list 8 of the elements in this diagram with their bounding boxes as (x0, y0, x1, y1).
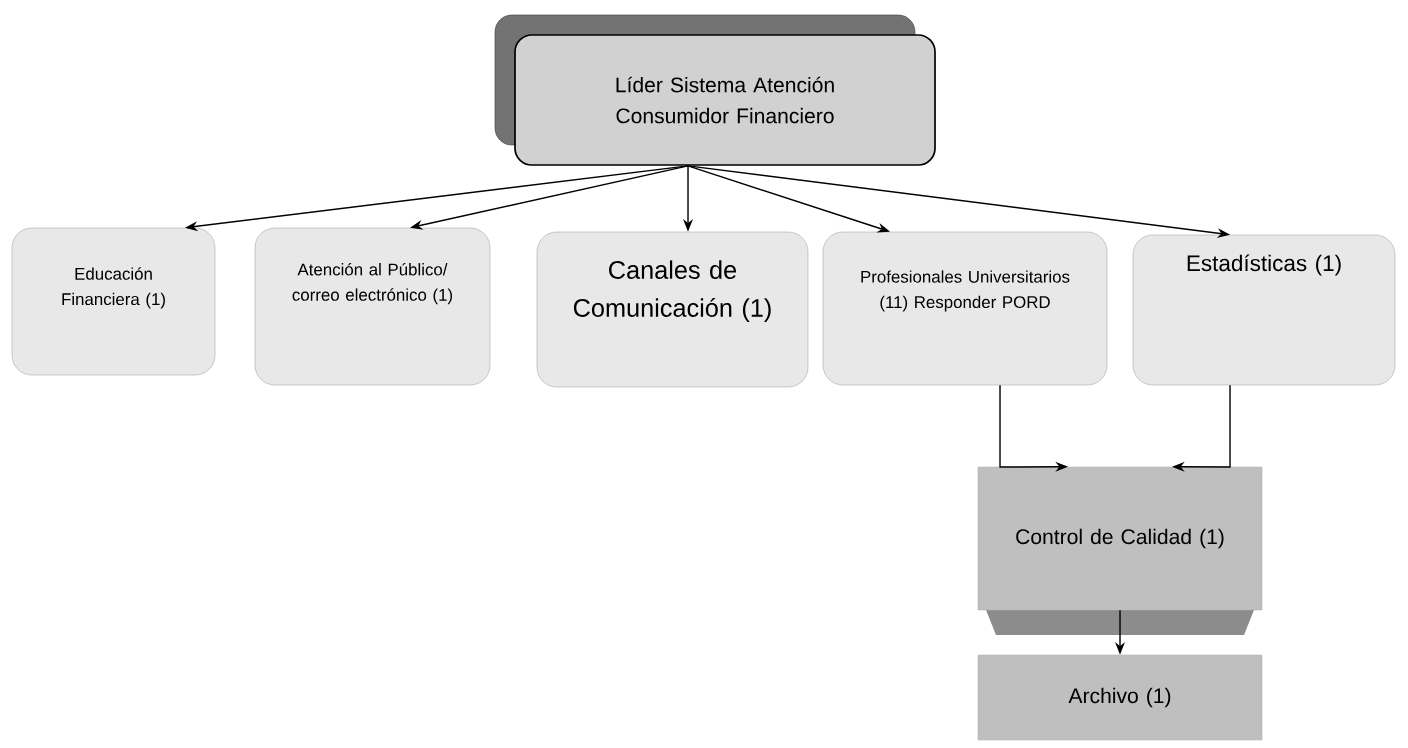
org-box: Profesionales Universitarios (11) Responder PORD (822, 231, 1108, 386)
org-box: Archivo (1) (977, 654, 1263, 741)
org-box: Canales de Comunicación (1) (536, 231, 809, 388)
org-box: Educación Financiera (1) (11, 227, 216, 376)
org-box: Estadísticas (1) (1132, 234, 1396, 386)
org-box: Control de Calidad (1) (977, 466, 1263, 635)
org-box: Atención al Público/ correo electrónico (1) (254, 227, 491, 386)
org-box: Líder Sistema Atención Consumidor Financiero (494, 14, 936, 166)
